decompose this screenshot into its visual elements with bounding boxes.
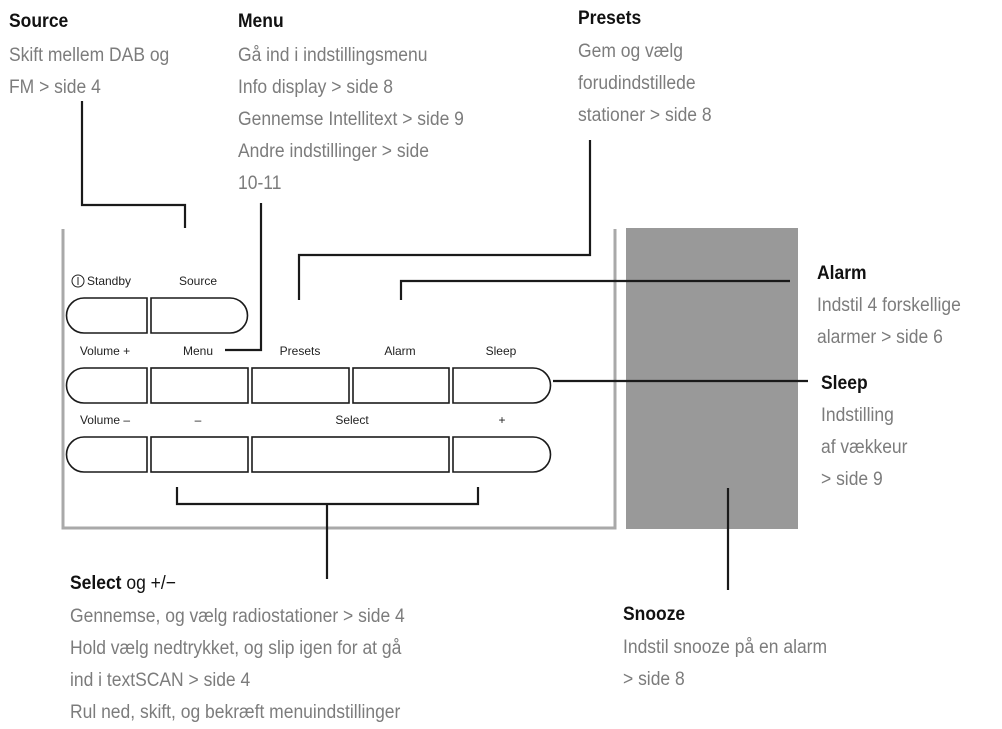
select-button[interactable] <box>251 436 450 473</box>
sleep-line: > side 9 <box>821 469 883 490</box>
plus-button[interactable] <box>452 436 552 473</box>
presets-callout-text: Gem og vælg forudindstillede stationer >… <box>578 36 712 132</box>
alarm-line: alarmer > side 6 <box>817 327 943 348</box>
sleep-line: Indstilling <box>821 405 894 426</box>
source-button[interactable] <box>150 297 249 334</box>
select-label: Select <box>335 413 369 427</box>
menu-callout-title: Menu <box>238 11 284 32</box>
menu-label: Menu <box>183 344 213 358</box>
menu-line: Info display > side 8 <box>238 77 393 98</box>
alarm-line: Indstil 4 forskellige <box>817 295 961 316</box>
snooze-panel <box>626 228 798 529</box>
volume-minus-label: Volume – <box>80 413 130 427</box>
select-title-bold: Select <box>70 573 122 594</box>
menu-leader-line <box>225 203 263 352</box>
menu-line: 10-11 <box>238 173 282 194</box>
select-line: Gennemse, og vælg radiostationer > side … <box>70 606 405 627</box>
sleep-line: af vækkeur <box>821 437 908 458</box>
alarm-label: Alarm <box>384 344 415 358</box>
source-line: Skift mellem DAB og <box>9 45 170 66</box>
menu-line: Gå ind i indstillingsmenu <box>238 45 428 66</box>
standby-button[interactable] <box>65 297 148 334</box>
volume-plus-button[interactable] <box>65 367 148 404</box>
select-callout-title: Select og +/− <box>70 573 176 595</box>
source-line: FM > side 4 <box>9 77 101 98</box>
alarm-leader-line <box>399 279 790 300</box>
volume-plus-label: Volume + <box>80 344 130 358</box>
snooze-line: > side 8 <box>623 669 685 690</box>
presets-line: stationer > side 8 <box>578 105 712 126</box>
sleep-callout-text: Indstilling af vækkeur > side 9 <box>821 400 907 496</box>
presets-label: Presets <box>280 344 321 358</box>
power-icon <box>71 274 85 288</box>
alarm-button[interactable] <box>352 367 450 404</box>
sleep-button[interactable] <box>452 367 552 404</box>
snooze-callout-text: Indstil snooze på en alarm > side 8 <box>623 632 827 696</box>
menu-line: Gennemse Intellitext > side 9 <box>238 109 464 130</box>
select-title-rest: og +/− <box>121 573 176 594</box>
menu-callout-text: Gå ind i indstillingsmenu Info display >… <box>238 40 464 200</box>
standby-label: Standby <box>87 274 131 288</box>
alarm-callout-title: Alarm <box>817 263 867 284</box>
minus-label: – <box>195 413 202 427</box>
select-line: Hold vælg nedtrykket, og slip igen for a… <box>70 638 402 659</box>
presets-button[interactable] <box>251 367 350 404</box>
presets-callout-title: Presets <box>578 8 642 29</box>
menu-button[interactable] <box>150 367 249 404</box>
presets-leader-line <box>297 140 592 300</box>
snooze-callout-title: Snooze <box>623 604 686 625</box>
presets-line: Gem og vælg <box>578 41 683 62</box>
sleep-callout-title: Sleep <box>821 373 868 394</box>
plus-label: + <box>498 413 505 427</box>
presets-line: forudindstillede <box>578 73 696 94</box>
sleep-label: Sleep <box>486 344 517 358</box>
select-line: Rul ned, skift, og bekræft menuindstilli… <box>70 702 401 723</box>
source-callout-title: Source <box>9 11 69 32</box>
snooze-line: Indstil snooze på en alarm <box>623 637 828 658</box>
front-panel-outline <box>61 229 617 530</box>
source-callout-text: Skift mellem DAB og FM > side 4 <box>9 40 169 104</box>
source-label: Source <box>179 274 217 288</box>
select-line: ind i textSCAN > side 4 <box>70 670 251 691</box>
alarm-callout-text: Indstil 4 forskellige alarmer > side 6 <box>817 290 961 354</box>
source-leader-line <box>80 101 187 228</box>
volume-minus-button[interactable] <box>65 436 148 473</box>
minus-button[interactable] <box>150 436 249 473</box>
select-bracket-line <box>175 487 480 506</box>
menu-line: Andre indstillinger > side <box>238 141 429 162</box>
select-callout-text: Gennemse, og vælg radiostationer > side … <box>70 601 405 729</box>
